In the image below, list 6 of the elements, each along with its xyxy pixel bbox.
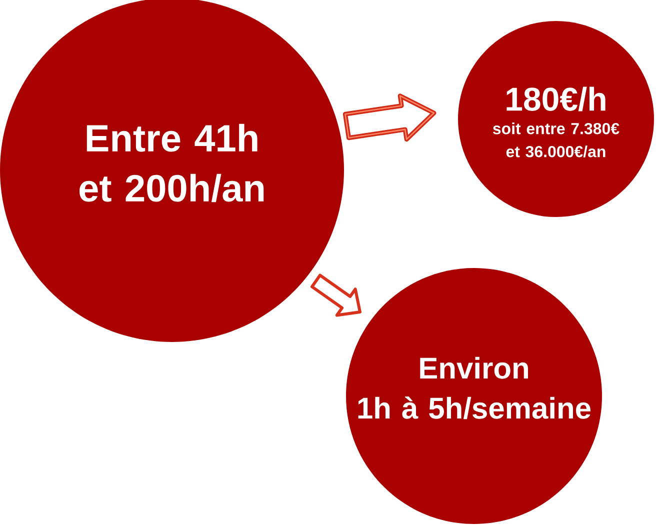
circle-text: Entre 41h et 200h/an [80,124,264,202]
block-arrow [310,274,362,317]
circle-text: Environ 1h à 5h/semaine [358,356,591,420]
block-arrow [342,94,436,142]
price-text: 180€/h [506,86,606,112]
range-text: soit entre 7.380€ et 36.000€/an [492,122,620,158]
